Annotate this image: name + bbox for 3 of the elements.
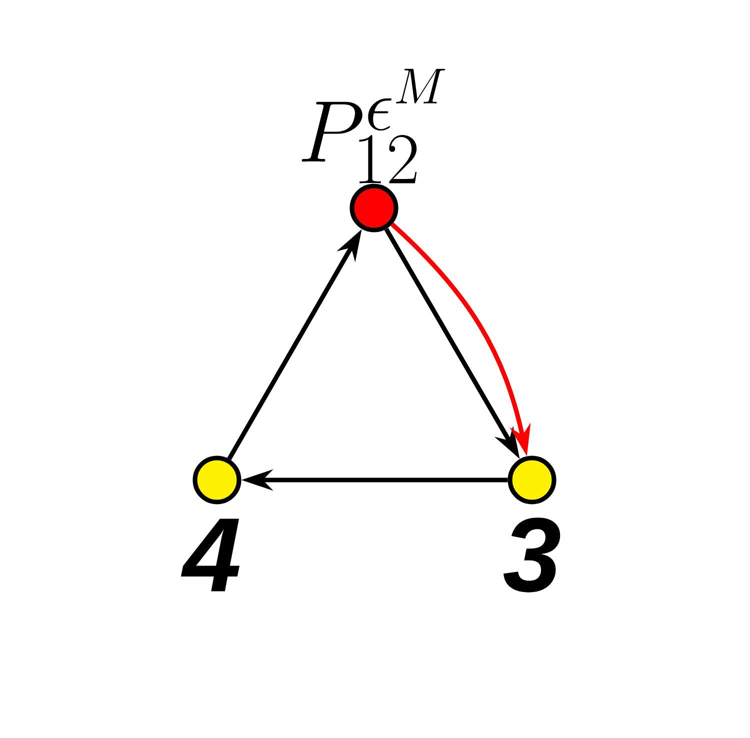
node-label: $P_{12}^{\epsilon^{M}}$	[302, 68, 446, 184]
node-label: 3	[504, 518, 560, 592]
node-label: 4	[180, 518, 240, 592]
